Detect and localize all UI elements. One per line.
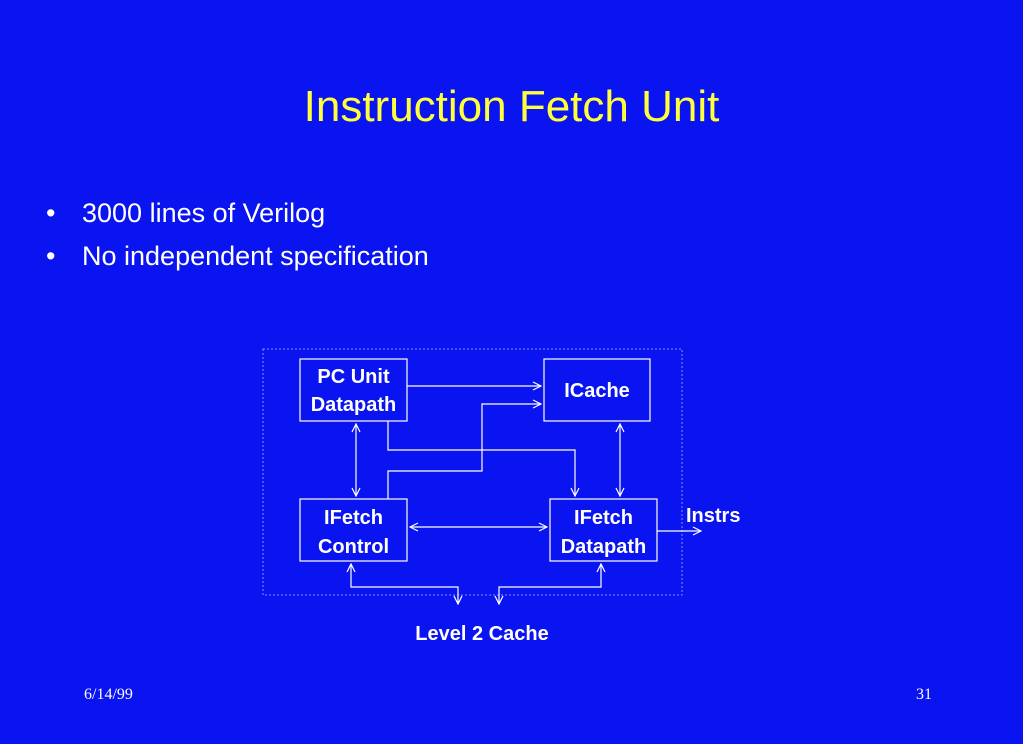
datapath-l2-bidirectional-arrow — [499, 564, 601, 604]
level2-cache-label: Level 2 Cache — [415, 623, 548, 645]
bullet-text: 3000 lines of Verilog — [82, 198, 326, 228]
ifetch-datapath-label-line1: IFetch — [574, 507, 633, 529]
bullet-text: No independent specification — [82, 241, 429, 271]
slide-date: 6/14/99 — [84, 686, 133, 703]
pc-to-ifetch-datapath-arrow — [387, 421, 575, 496]
bullet-list: • 3000 lines of Verilog • No independent… — [46, 198, 429, 284]
bullet-item: • 3000 lines of Verilog — [46, 198, 429, 229]
unit-boundary — [262, 348, 683, 596]
ifetch-control-label-line1: IFetch — [324, 507, 383, 529]
control-to-icache-arrow — [387, 404, 541, 499]
pc-unit-datapath-box — [299, 358, 408, 422]
ifetch-control-label-line2: Control — [318, 536, 389, 558]
ifetch-datapath-box — [549, 498, 658, 562]
icache-label: ICache — [564, 380, 630, 402]
icache-box — [543, 358, 651, 422]
ifetch-control-box — [299, 498, 408, 562]
pc-unit-label: PC Unit — [317, 366, 390, 388]
bullet-dot-icon: • — [46, 198, 56, 228]
ifetch-datapath-label-line2: Datapath — [561, 536, 647, 558]
pc-datapath-label: Datapath — [311, 394, 397, 416]
slide-title: Instruction Fetch Unit — [303, 82, 720, 131]
slide-page-number: 31 — [916, 686, 932, 703]
control-l2-bidirectional-arrow — [351, 564, 458, 604]
bullet-dot-icon: • — [46, 241, 56, 271]
bullet-item: • No independent specification — [46, 241, 429, 272]
instrs-label: Instrs — [686, 505, 740, 527]
